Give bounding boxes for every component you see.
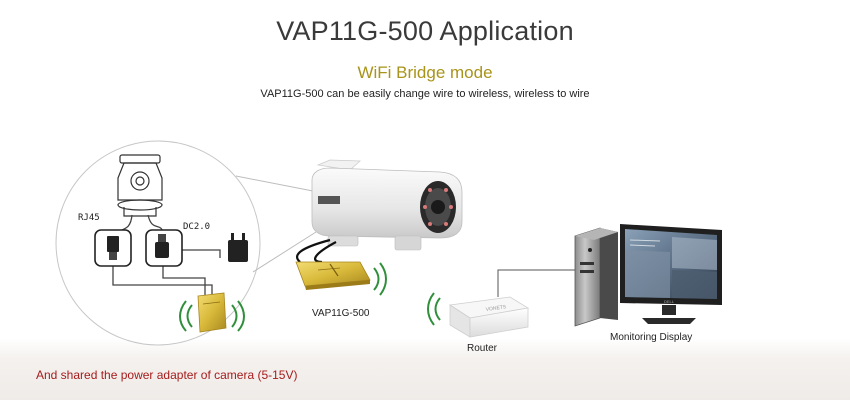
router-icon: VONETS — [448, 296, 530, 338]
power-adapter-icon — [228, 233, 248, 262]
footer-band — [0, 338, 850, 400]
rj45-plug-icon — [94, 229, 132, 267]
monitor-brand: DELL — [664, 299, 675, 304]
description-text: VAP11G-500 can be easily change wire to … — [260, 88, 590, 100]
wifi-waves-icon — [179, 300, 245, 332]
page-title: VAP11G-500 Application — [276, 16, 574, 46]
device-label: VAP11G-500 — [312, 308, 370, 319]
rj45-label: RJ45 — [78, 213, 100, 223]
router-label: Router — [467, 343, 498, 354]
wifi-bridge-device-icon — [295, 261, 371, 290]
ip-camera-icon — [117, 154, 163, 217]
monitoring-display-label: Monitoring Display — [610, 332, 693, 343]
dc-plug-icon — [145, 229, 183, 267]
router-pc-cable — [497, 269, 575, 297]
router-brand: VONETS — [485, 304, 507, 313]
desktop-computer-icon — [574, 227, 618, 327]
power-adapter-note: And shared the power adapter of camera (… — [36, 368, 298, 382]
wifi-waves-router — [427, 292, 441, 326]
circle-cables — [112, 214, 221, 300]
dc-label: DC2.0 — [183, 222, 211, 232]
mode-subtitle: WiFi Bridge mode — [357, 63, 493, 82]
wifi-waves-device — [373, 262, 387, 296]
monitor-icon: DELL — [620, 224, 722, 324]
bullet-camera-icon — [311, 159, 463, 251]
wifi-bridge-device-small — [197, 292, 227, 333]
